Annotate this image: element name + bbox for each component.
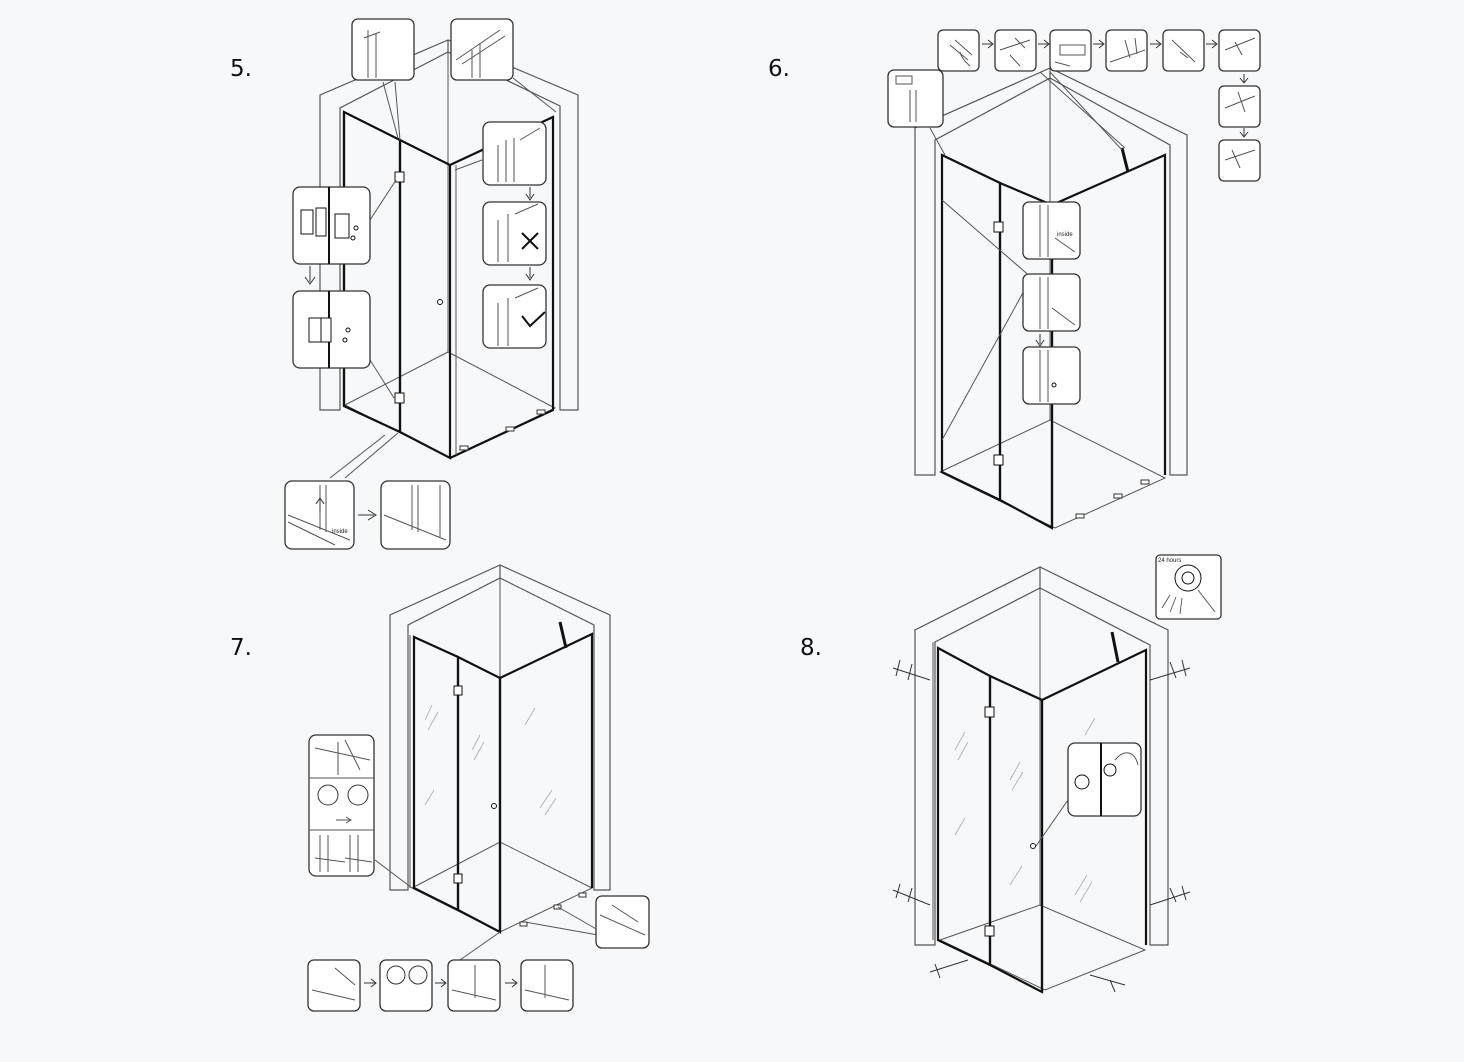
step-6-inset-wall-profile-3 <box>1022 346 1081 405</box>
step-7-inset-floor-4 <box>520 959 574 1012</box>
step-5-inset-top-profile <box>351 18 415 81</box>
step-7-inset-floor-2 <box>379 959 433 1012</box>
step-5-inset-seal-wrong <box>482 201 547 266</box>
step-5-inset-floor-seal-done <box>380 480 451 550</box>
step-6-inset-2 <box>994 29 1037 72</box>
step-5-number: 5. <box>230 56 252 82</box>
step-6-inside-label: inside <box>1057 232 1073 238</box>
step-6-inset-4 <box>1105 29 1148 72</box>
step-5-inset-hinge-a <box>292 186 371 265</box>
step-5-inset-top-bracket <box>450 18 514 81</box>
step-6-illustration: inside <box>887 29 1261 530</box>
step-5-illustration: inside <box>284 18 579 550</box>
step-7-illustration <box>307 564 650 1012</box>
step-7-number: 7. <box>230 635 252 661</box>
step-6-inset-wall-profile-1 <box>1022 201 1081 260</box>
step-6-inset-3 <box>1049 29 1092 72</box>
step-8-inset-knob <box>1067 742 1142 817</box>
step-7-inset-floor-fix <box>595 895 650 949</box>
step-6-inset-1 <box>937 29 980 72</box>
step-6-inset-wall-profile-2 <box>1022 273 1081 332</box>
step-8-number: 8. <box>800 635 822 661</box>
step-8-illustration: 24 hours <box>892 554 1222 994</box>
step-5-inset-seal-correct <box>482 284 547 349</box>
step-6-inset-8 <box>1218 139 1261 182</box>
step-8-hours-label: 24 hours <box>1158 558 1181 564</box>
step-6-inset-7 <box>1218 85 1261 128</box>
step-7-inset-floor-3 <box>447 959 501 1012</box>
step-7-inset-wall-fix-stack <box>308 734 375 877</box>
step-5-inside-label: inside <box>332 529 348 535</box>
step-7-inset-floor-1 <box>307 959 361 1012</box>
step-6-number: 6. <box>768 56 790 82</box>
